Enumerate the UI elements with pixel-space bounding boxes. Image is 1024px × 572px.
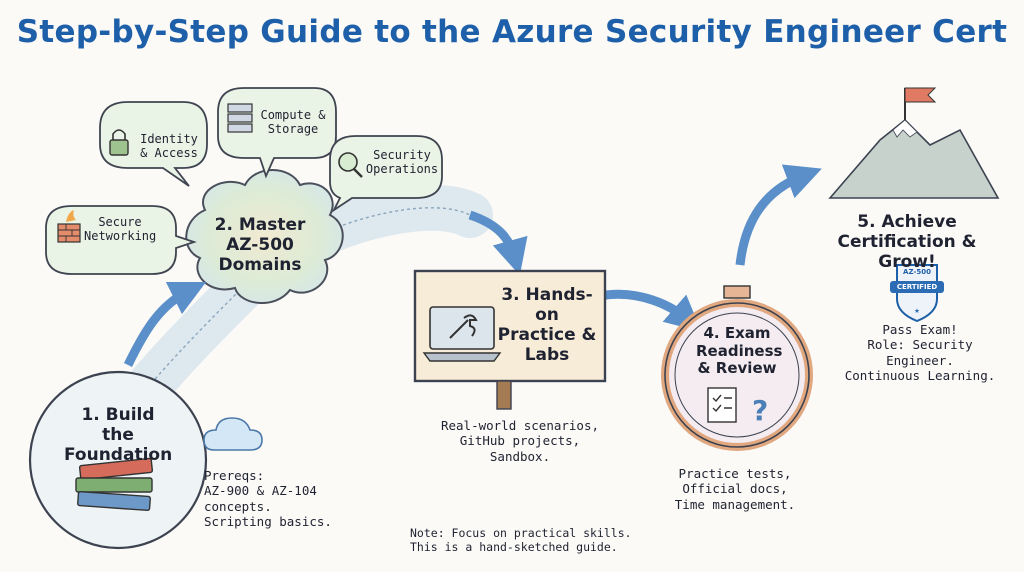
step1-circle — [28, 370, 208, 550]
certified-badge-icon: ★ — [890, 264, 944, 323]
step-4-label: 4. Exam Readiness & Review — [696, 324, 783, 378]
svg-text:★: ★ — [914, 306, 920, 316]
lock-icon — [109, 129, 129, 156]
checklist-icon: ? — [707, 387, 768, 427]
step-2-label: 2. Master AZ-500 Domains — [214, 215, 306, 276]
arrow-2-to-3 — [468, 210, 528, 276]
bubble-secops — [329, 135, 443, 213]
step-1-label: 1. Build the Foundation — [64, 405, 173, 466]
domain-secops: Security Operations — [365, 148, 439, 177]
bubble-identity — [99, 101, 208, 187]
svg-text:?: ? — [752, 394, 768, 427]
books-icon — [75, 457, 154, 512]
laptop-wrench-icon — [422, 306, 502, 362]
step-3-label: 3. Hands-on Practice & Labs — [497, 285, 597, 366]
arrow-1-to-2 — [123, 281, 207, 367]
step-5-label: 5. Achieve Certification & Grow! — [837, 212, 977, 273]
footer-note: Note: Focus on practical skills. This is… — [410, 526, 632, 555]
step-3-note: Real-world scenarios, GitHub projects, S… — [440, 418, 600, 464]
page-title: Step-by-Step Guide to the Azure Security… — [16, 14, 1008, 50]
arrow-3-to-4 — [599, 289, 702, 332]
domain-networking: Secure Networking — [84, 215, 157, 244]
badge-label: CERTIFIED — [896, 283, 938, 291]
cloud-icon — [203, 417, 263, 451]
badge-top: AZ-500 — [903, 268, 931, 276]
arrow-4-to-5 — [735, 164, 822, 266]
step-1-note: Prereqs: AZ-900 & AZ-104 concepts. Scrip… — [204, 468, 332, 529]
domain-compute: Compute & Storage — [260, 108, 326, 137]
domain-identity: Identity & Access — [140, 132, 198, 161]
step-4-note: Practice tests, Official docs, Time mana… — [674, 466, 796, 512]
stopwatch-icon — [661, 285, 813, 451]
step2-cloud — [185, 169, 344, 304]
bubble-networking — [45, 205, 197, 275]
firewall-icon — [57, 210, 81, 243]
step-5-note: Pass Exam! Role: Security Engineer. Cont… — [844, 322, 996, 383]
server-icon — [227, 103, 253, 133]
mountain-flag-icon — [828, 87, 1000, 199]
magnifier-shield-icon — [338, 152, 363, 178]
sign-post — [496, 380, 512, 410]
